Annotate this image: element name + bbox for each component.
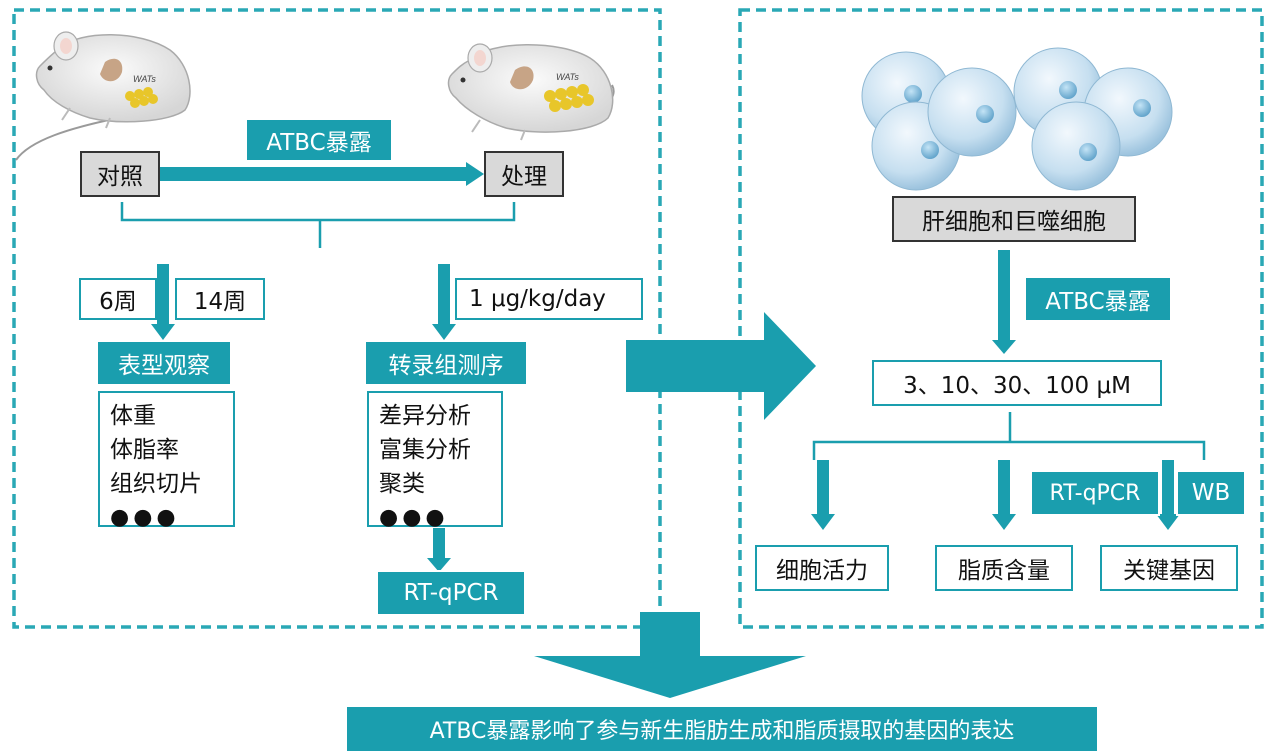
- transcriptome-list: 差异分析 富集分析 聚类 ●●●: [367, 391, 503, 530]
- big-down-arrow: [534, 612, 806, 698]
- left-bracket: [120, 202, 516, 248]
- phenotype-title: 表型观察: [96, 340, 232, 386]
- treated-mouse-illustration: [447, 43, 615, 141]
- list-item: 组织切片: [110, 471, 202, 497]
- conclusion-box: ATBC暴露影响了参与新生脂肪生成和脂质摄取的基因的表达: [346, 706, 1098, 752]
- treatment-box: 处理: [484, 151, 564, 197]
- arrow-to-rtqpcr: [427, 528, 451, 572]
- week-6-box: 6周: [79, 278, 157, 320]
- list-item: 体重: [110, 403, 156, 429]
- list-item: 聚类: [379, 471, 425, 497]
- control-mouse-illustration: [15, 31, 191, 161]
- right-exposure-label: ATBC暴露: [1024, 276, 1172, 322]
- key-genes-box: 关键基因: [1100, 545, 1238, 591]
- cell-viability-box: 细胞活力: [755, 545, 889, 591]
- cells-illustration: [861, 47, 1173, 191]
- arrow-to-cell-viability: [811, 460, 835, 530]
- phenotype-list: 体重 体脂率 组织切片 ●●●: [98, 391, 235, 530]
- arrow-to-phenotype: [151, 264, 175, 340]
- big-right-arrow: [626, 312, 816, 420]
- week-14-box: 14周: [175, 278, 265, 320]
- transcriptome-title: 转录组测序: [364, 340, 528, 386]
- control-box: 对照: [80, 151, 160, 197]
- arrow-to-key-genes: [1156, 460, 1180, 530]
- concentrations-box: 3、10、30、100 μM: [872, 360, 1162, 406]
- right-panel-border: [738, 8, 1264, 629]
- more-dots: ●●●: [110, 505, 180, 530]
- right-bracket: [812, 412, 1206, 460]
- treated-mouse-tag: WATs: [556, 72, 579, 82]
- list-item: 富集分析: [379, 437, 471, 463]
- lipid-content-box: 脂质含量: [935, 545, 1073, 591]
- arrow-to-transcriptome: [432, 264, 456, 340]
- arrow-to-lipid-content: [992, 460, 1016, 530]
- rtqpcr-validation-box: RT-qPCR: [376, 570, 526, 616]
- cells-label-box: 肝细胞和巨噬细胞: [892, 196, 1136, 242]
- left-panel-border: [12, 8, 662, 629]
- control-to-treatment-arrow: [158, 162, 484, 186]
- more-dots: ●●●: [379, 505, 449, 530]
- dose-box: 1 μg/kg/day: [455, 278, 643, 320]
- left-exposure-label: ATBC暴露: [245, 118, 393, 162]
- arrow-to-concentrations: [992, 250, 1016, 354]
- list-item: 体脂率: [110, 437, 179, 463]
- wb-method-label: WB: [1176, 470, 1246, 516]
- rtqpcr-method-label: RT-qPCR: [1030, 470, 1160, 516]
- list-item: 差异分析: [379, 403, 471, 429]
- control-mouse-tag: WATs: [133, 74, 156, 84]
